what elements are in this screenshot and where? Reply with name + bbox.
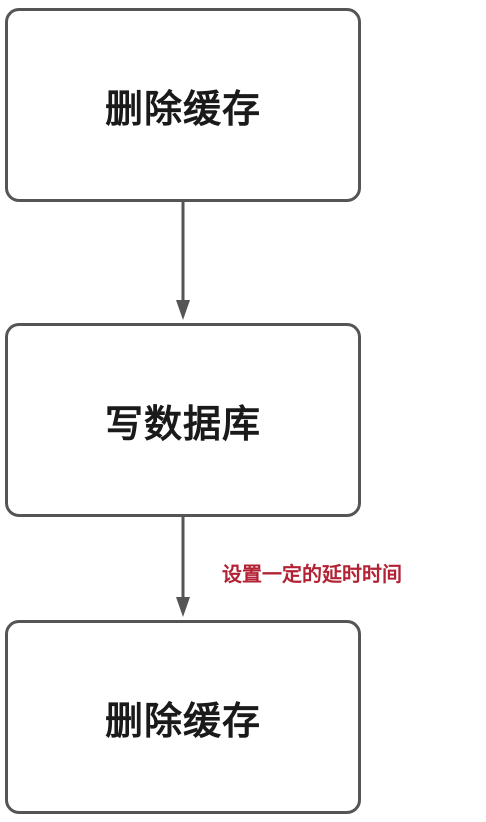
arrowhead-icon <box>176 300 190 320</box>
arrowhead-icon <box>176 597 190 617</box>
node-delete-cache-second: 删除缓存 <box>5 620 361 814</box>
edge-label-delay: 设置一定的延时时间 <box>222 562 402 586</box>
node-label: 写数据库 <box>104 401 261 446</box>
node-write-database: 写数据库 <box>5 323 361 517</box>
node-label: 删除缓存 <box>104 86 261 131</box>
node-delete-cache-first: 删除缓存 <box>5 8 361 202</box>
node-label: 删除缓存 <box>104 698 261 743</box>
